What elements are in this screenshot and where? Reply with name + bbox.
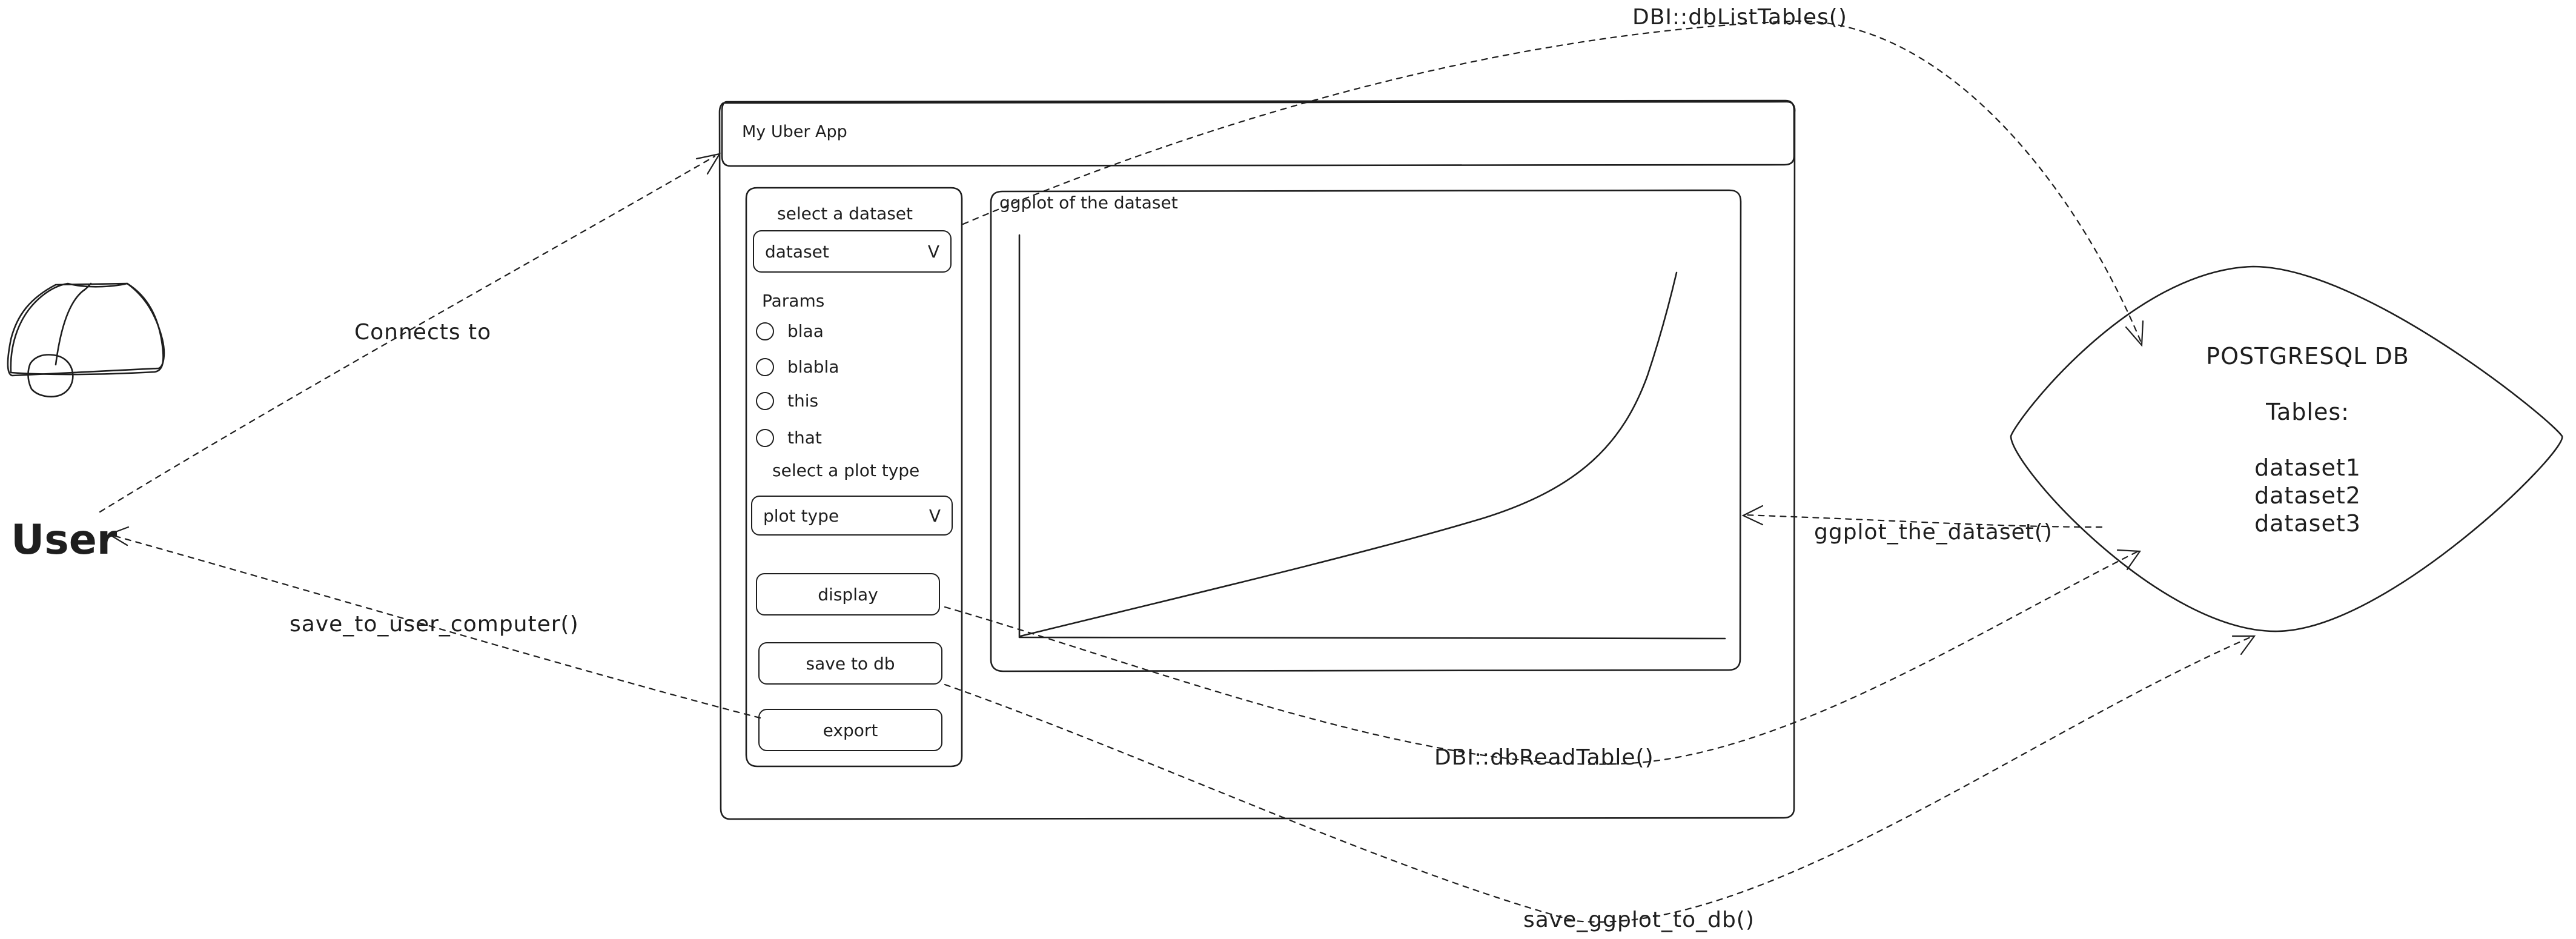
user-figure — [7, 282, 165, 397]
app-title-bar — [721, 99, 1795, 167]
param-label: blabla — [787, 357, 839, 377]
database-shape — [2010, 265, 2563, 632]
edge-label-read-table: DBI::dbReadTable() — [1434, 745, 1654, 770]
plot-type-select[interactable]: plot type V — [751, 496, 953, 536]
param-radio-that[interactable]: that — [756, 428, 822, 448]
radio-circle-icon — [756, 357, 774, 376]
plot-panel — [990, 189, 1742, 672]
plot-curve — [1019, 271, 1678, 637]
database-title: POSTGRESQL DB — [2206, 343, 2409, 370]
edge-save-user — [108, 533, 761, 719]
radio-circle-icon — [756, 391, 774, 410]
dataset-select[interactable]: dataset V — [753, 230, 952, 273]
radio-circle-icon — [756, 322, 774, 340]
sidebar-panel — [745, 187, 963, 768]
database-table-item: dataset2 — [2254, 482, 2361, 509]
plot-axes — [1018, 234, 1726, 640]
plot-title: ggplot of the dataset — [999, 193, 1178, 213]
edge-label-connects-to: Connects to — [354, 320, 492, 345]
chevron-down-icon: V — [927, 241, 939, 262]
radio-circle-icon — [756, 428, 774, 447]
dataset-select-value: dataset — [765, 241, 829, 262]
param-radio-this[interactable]: this — [756, 391, 818, 411]
edge-save-db — [944, 635, 2254, 923]
edge-label-save-user: save_to_user_computer() — [290, 612, 579, 637]
database-node: POSTGRESQL DB Tables: dataset1 dataset2 … — [2156, 342, 2459, 537]
param-label: blaa — [787, 321, 824, 341]
params-label: Params — [762, 291, 825, 311]
edge-label-save-db: save_ggplot_to_db() — [1523, 907, 1755, 932]
app-title: My Uber App — [742, 122, 847, 141]
database-tables-label: Tables: — [2266, 399, 2349, 425]
save-to-db-button[interactable]: save to db — [758, 642, 942, 685]
edge-label-list-tables: DBI::dbListTables() — [1632, 5, 1847, 30]
edge-connects-to — [99, 155, 716, 513]
export-button[interactable]: export — [758, 709, 942, 751]
param-radio-blabla[interactable]: blabla — [756, 357, 839, 377]
edge-read-table — [944, 550, 2139, 765]
edge-ggplot-dataset — [1743, 514, 2103, 528]
plot-type-select-label: select a plot type — [772, 460, 920, 480]
edge-list-tables — [962, 20, 2142, 343]
display-button[interactable]: display — [756, 573, 940, 615]
database-table-item: dataset1 — [2254, 454, 2361, 481]
param-label: this — [787, 391, 819, 411]
dataset-select-label: select a dataset — [777, 204, 913, 224]
user-body — [10, 282, 164, 376]
edge-label-ggplot-dataset: ggplot_the_dataset() — [1814, 520, 2053, 545]
user-label: User — [11, 516, 118, 564]
database-table-item: dataset3 — [2254, 510, 2361, 537]
chevron-down-icon: V — [929, 505, 941, 526]
plot-type-select-value: plot type — [763, 505, 839, 526]
param-radio-blaa[interactable]: blaa — [756, 321, 824, 341]
param-label: that — [787, 428, 822, 448]
